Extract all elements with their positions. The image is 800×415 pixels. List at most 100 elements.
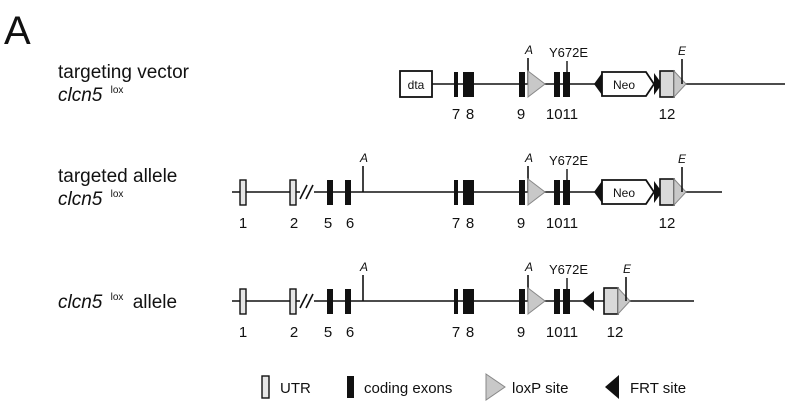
exon-number: 1 bbox=[239, 324, 247, 341]
coding-exon bbox=[519, 72, 525, 97]
row-label-suffix: allele bbox=[133, 292, 177, 313]
coding-exon bbox=[327, 289, 333, 314]
loxp-site bbox=[673, 69, 687, 99]
loxp-site bbox=[527, 286, 546, 316]
frt-site bbox=[582, 291, 594, 311]
dta-label: dta bbox=[408, 78, 425, 92]
legend-coding-swatch bbox=[347, 376, 354, 398]
coding-exon bbox=[345, 180, 351, 205]
mutation-label: Y672E bbox=[549, 45, 588, 60]
utr-exon bbox=[239, 179, 247, 206]
legend-loxp-swatch bbox=[485, 373, 506, 401]
exon-12 bbox=[603, 287, 619, 315]
break-mark bbox=[305, 293, 314, 309]
legend-frt-swatch bbox=[605, 375, 619, 399]
exon-number: 8 bbox=[466, 106, 474, 123]
frt-site bbox=[654, 73, 662, 95]
row-targeted-allele: targeted allele clcn5 lox A A Y672E bbox=[58, 151, 722, 232]
coding-exon bbox=[519, 180, 525, 205]
coding-exon bbox=[554, 72, 560, 97]
gene-name: clcn5 bbox=[58, 85, 103, 106]
exon-number: 8 bbox=[466, 324, 474, 341]
break-mark bbox=[305, 184, 314, 200]
coding-exon bbox=[463, 72, 474, 97]
coding-exon bbox=[345, 289, 351, 314]
break-mark bbox=[299, 184, 308, 200]
exon-number: 9 bbox=[517, 106, 525, 123]
site-label-e: E bbox=[678, 152, 687, 166]
coding-exon bbox=[554, 180, 560, 205]
exon-number: 7 bbox=[452, 215, 460, 232]
row-targeting-vector: targeting vector clcn5 lox dta A Y672E N… bbox=[58, 43, 785, 123]
legend-utr-swatch bbox=[261, 375, 270, 399]
exon-number: 1011 bbox=[546, 106, 578, 123]
site-label-a: A bbox=[524, 43, 533, 57]
site-label-a: A bbox=[524, 260, 533, 274]
exon-number: 5 bbox=[324, 324, 332, 341]
exon-number: 6 bbox=[346, 324, 354, 341]
gene-superscript: lox bbox=[111, 189, 124, 200]
gene-superscript: lox bbox=[111, 85, 124, 96]
frt-site bbox=[594, 73, 602, 95]
coding-exon bbox=[563, 289, 570, 314]
site-label-a: A bbox=[359, 151, 368, 165]
site-label-e: E bbox=[623, 262, 632, 276]
coding-exon bbox=[519, 289, 525, 314]
coding-exon bbox=[463, 180, 474, 205]
coding-exon bbox=[554, 289, 560, 314]
neo-cassette bbox=[601, 71, 656, 97]
legend-frt-label: FRT site bbox=[630, 380, 686, 397]
exon-number: 2 bbox=[290, 324, 298, 341]
exon-number: 7 bbox=[452, 106, 460, 123]
coding-exon bbox=[463, 289, 474, 314]
loxp-site bbox=[527, 177, 546, 207]
svg-text:clcn5 lox allele: clcn5 lox allele bbox=[58, 284, 177, 313]
loxp-site bbox=[527, 69, 546, 99]
row-label-targeted-allele: targeted allele bbox=[58, 166, 177, 187]
gene-superscript: lox bbox=[111, 292, 124, 303]
exon-number: 8 bbox=[466, 215, 474, 232]
neo-label: Neo bbox=[613, 78, 635, 92]
gene-name: clcn5 bbox=[58, 292, 103, 313]
exon-number: 12 bbox=[659, 106, 676, 123]
frt-site bbox=[594, 181, 602, 203]
exon-number: 9 bbox=[517, 215, 525, 232]
break-mask bbox=[300, 289, 314, 313]
mutation-label: Y672E bbox=[549, 262, 588, 277]
exon-number: 12 bbox=[659, 215, 676, 232]
exon-number: 1011 bbox=[546, 324, 578, 341]
exon-number: 2 bbox=[290, 215, 298, 232]
coding-exon bbox=[327, 180, 333, 205]
coding-exon bbox=[454, 72, 458, 97]
exon-12 bbox=[659, 70, 675, 98]
site-label-a: A bbox=[359, 260, 368, 274]
utr-exon bbox=[289, 179, 297, 206]
site-label-e: E bbox=[678, 44, 687, 58]
utr-exon bbox=[239, 288, 247, 315]
coding-exon bbox=[454, 289, 458, 314]
frt-site bbox=[654, 181, 662, 203]
loxp-site bbox=[617, 286, 631, 316]
panel-label: A bbox=[4, 9, 31, 53]
neo-cassette bbox=[601, 179, 656, 205]
row-label-targeting-vector: targeting vector bbox=[58, 62, 190, 83]
loxp-site bbox=[673, 177, 687, 207]
exon-number: 1 bbox=[239, 215, 247, 232]
exon-number: 9 bbox=[517, 324, 525, 341]
exon-number: 12 bbox=[607, 324, 624, 341]
exon-number: 5 bbox=[324, 215, 332, 232]
row-lox-allele: clcn5 lox allele A A Y672E E 1 2 5 bbox=[58, 260, 694, 341]
legend: UTR coding exons loxP site FRT site bbox=[261, 373, 686, 401]
exon-number: 1011 bbox=[546, 215, 578, 232]
coding-exon bbox=[454, 180, 458, 205]
dta-cassette bbox=[399, 70, 433, 98]
exon-number: 7 bbox=[452, 324, 460, 341]
legend-loxp-label: loxP site bbox=[512, 380, 568, 397]
site-label-a: A bbox=[524, 151, 533, 165]
legend-utr-label: UTR bbox=[280, 380, 311, 397]
svg-text:clcn5 lox: clcn5 lox bbox=[58, 85, 123, 106]
legend-coding-label: coding exons bbox=[364, 380, 452, 397]
coding-exon bbox=[563, 72, 570, 97]
mutation-label: Y672E bbox=[549, 153, 588, 168]
